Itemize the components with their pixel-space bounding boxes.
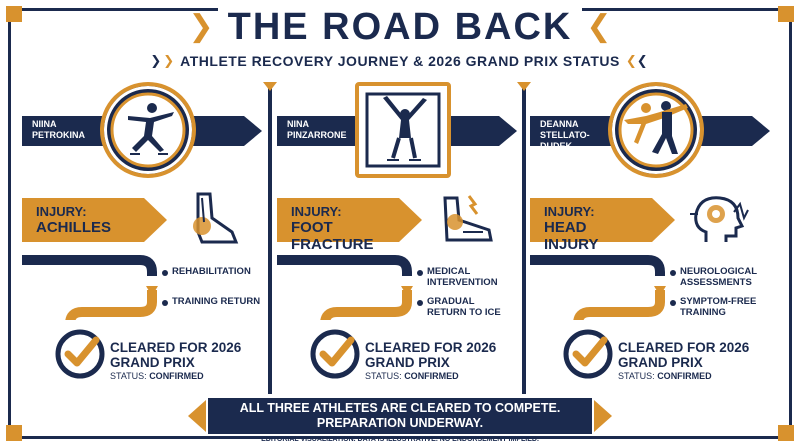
banner-arrow-right: [594, 400, 612, 432]
recovery-step: GRADUAL RETURN TO ICE: [427, 296, 501, 318]
injury-tag: INJURY: HEAD INJURY: [530, 198, 675, 253]
injury-type: ACHILLES: [36, 219, 111, 236]
footer-disclaimer: EDITORIAL VISUALIZATION. DATA IS ILLUSTR…: [261, 436, 539, 443]
recovery-path: [277, 255, 413, 320]
chevron-left-icon: ❮: [625, 53, 637, 68]
step-bullet: [417, 300, 423, 306]
step-bullet: [162, 300, 168, 306]
athlete-name: NIINA PETROKINA: [32, 119, 86, 140]
title-row: ❯ THE ROAD BACK ❮: [0, 5, 800, 49]
chevron-left-icon: ❮: [582, 12, 616, 42]
recovery-path: [530, 255, 666, 320]
skater-pair-portrait-icon: [608, 82, 704, 178]
injury-label: INJURY:: [36, 204, 87, 219]
athlete-column-3: DEANNA STELLATO-DUDEK INJURY: HEAD INJUR…: [530, 78, 780, 393]
corner-accent: [778, 425, 794, 441]
cleared-status: CLEARED FOR 2026 GRAND PRIX: [110, 340, 242, 370]
step-bullet: [670, 270, 676, 276]
foot-fracture-icon: [443, 195, 493, 242]
step-bullet: [162, 270, 168, 276]
recovery-path: [22, 255, 158, 320]
recovery-step: MEDICAL INTERVENTION: [427, 266, 498, 288]
achilles-icon: [193, 192, 239, 244]
status-label: STATUS:: [110, 371, 147, 381]
status-label: STATUS:: [365, 371, 402, 381]
recovery-step: TRAINING RETURN: [172, 296, 261, 307]
chevron-right-icon: ❯: [150, 53, 162, 68]
skater-portrait-icon: [355, 82, 451, 178]
step-bullet: [670, 300, 676, 306]
summary-banner: ALL THREE ATHLETES ARE CLEARED TO COMPET…: [208, 398, 592, 434]
corner-accent: [6, 6, 22, 22]
injury-tag: INJURY: FOOT FRACTURE: [277, 198, 422, 253]
status-line: STATUS: CONFIRMED: [365, 371, 459, 381]
status-line: STATUS: CONFIRMED: [110, 371, 204, 381]
chevron-left-icon: ❮: [636, 53, 648, 68]
page-subtitle: ATHLETE RECOVERY JOURNEY & 2026 GRAND PR…: [180, 53, 620, 69]
chevron-right-icon: ❯: [184, 12, 218, 42]
injury-label: INJURY:: [291, 204, 342, 219]
step-bullet: [417, 270, 423, 276]
athlete-name: DEANNA STELLATO-DUDEK: [540, 119, 590, 151]
page-title: THE ROAD BACK: [217, 5, 583, 49]
status-value: CONFIRMED: [657, 371, 712, 381]
status-label: STATUS:: [618, 371, 655, 381]
divider-marker: [517, 82, 531, 91]
recovery-step: SYMPTOM-FREE TRAINING: [680, 296, 757, 318]
cleared-status: CLEARED FOR 2026 GRAND PRIX: [365, 340, 497, 370]
chevron-right-icon: ❯: [163, 53, 175, 68]
injury-type: HEAD INJURY: [544, 219, 599, 253]
injury-tag: INJURY: ACHILLES: [22, 198, 167, 242]
status-value: CONFIRMED: [404, 371, 459, 381]
subtitle-row: ❯❯ ATHLETE RECOVERY JOURNEY & 2026 GRAND…: [0, 51, 800, 71]
status-value: CONFIRMED: [149, 371, 204, 381]
athlete-column-1: NIINA PETROKINA INJURY: ACHILLES REHABIL…: [22, 78, 272, 393]
banner-arrow-left: [188, 400, 206, 432]
check-circle-icon: [310, 329, 360, 379]
column-divider: [522, 84, 526, 394]
injury-type: FOOT FRACTURE: [291, 219, 374, 253]
check-circle-icon: [55, 329, 105, 379]
skater-portrait-icon: [100, 82, 196, 178]
divider-marker: [263, 82, 277, 91]
corner-accent: [778, 6, 794, 22]
injury-label: INJURY:: [544, 204, 595, 219]
athlete-column-2: NINA PINZARRONE INJURY: FOOT FRACTURE ME…: [277, 78, 527, 393]
status-line: STATUS: CONFIRMED: [618, 371, 712, 381]
athlete-name: NINA PINZARRONE: [287, 119, 347, 140]
recovery-step: NEUROLOGICAL ASSESSMENTS: [680, 266, 757, 288]
head-injury-icon: [690, 196, 749, 242]
column-divider: [268, 84, 272, 394]
cleared-status: CLEARED FOR 2026 GRAND PRIX: [618, 340, 750, 370]
recovery-step: REHABILITATION: [172, 266, 251, 277]
check-circle-icon: [563, 329, 613, 379]
corner-accent: [6, 425, 22, 441]
